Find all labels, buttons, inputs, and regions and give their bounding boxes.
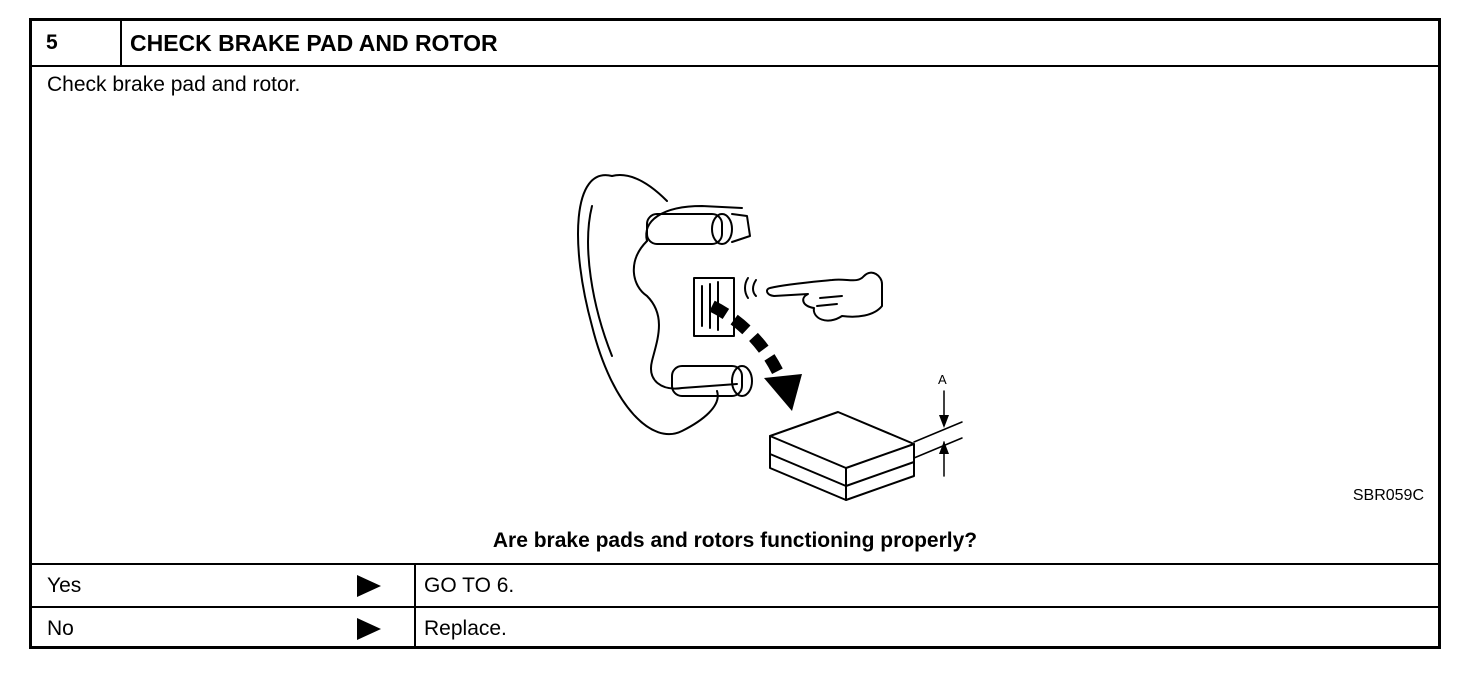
answer-row-no: No Replace. [32,606,1438,649]
answer-label: No [47,617,74,640]
step-instruction: Check brake pad and rotor. [47,73,301,96]
answer-action: Replace. [424,617,507,640]
diagnostic-question: Are brake pads and rotors functioning pr… [492,529,978,552]
step-header: 5 CHECK BRAKE PAD AND ROTOR [32,21,1438,67]
answer-action: GO TO 6. [424,574,515,597]
dimension-label-a: A [938,372,947,387]
column-divider [414,565,416,606]
arrow-right-icon [357,575,381,597]
step-number: 5 [32,21,122,65]
removal-arrow [709,300,788,384]
answer-row-yes: Yes GO TO 6. [32,563,1438,606]
diagnostic-step-table: 5 CHECK BRAKE PAD AND ROTOR Check brake … [29,18,1441,649]
column-divider [414,608,416,649]
brake-pad-block [769,411,915,501]
caliper [645,205,743,242]
pointing-hand [765,271,883,322]
answer-label: Yes [47,574,82,597]
step-title: CHECK BRAKE PAD AND ROTOR [130,30,498,56]
figure-code: SBR059C [1352,487,1424,504]
rotor-disc [577,174,719,436]
arrow-right-icon [357,618,381,640]
brake-pad-rotor-illustration: A [577,174,963,501]
